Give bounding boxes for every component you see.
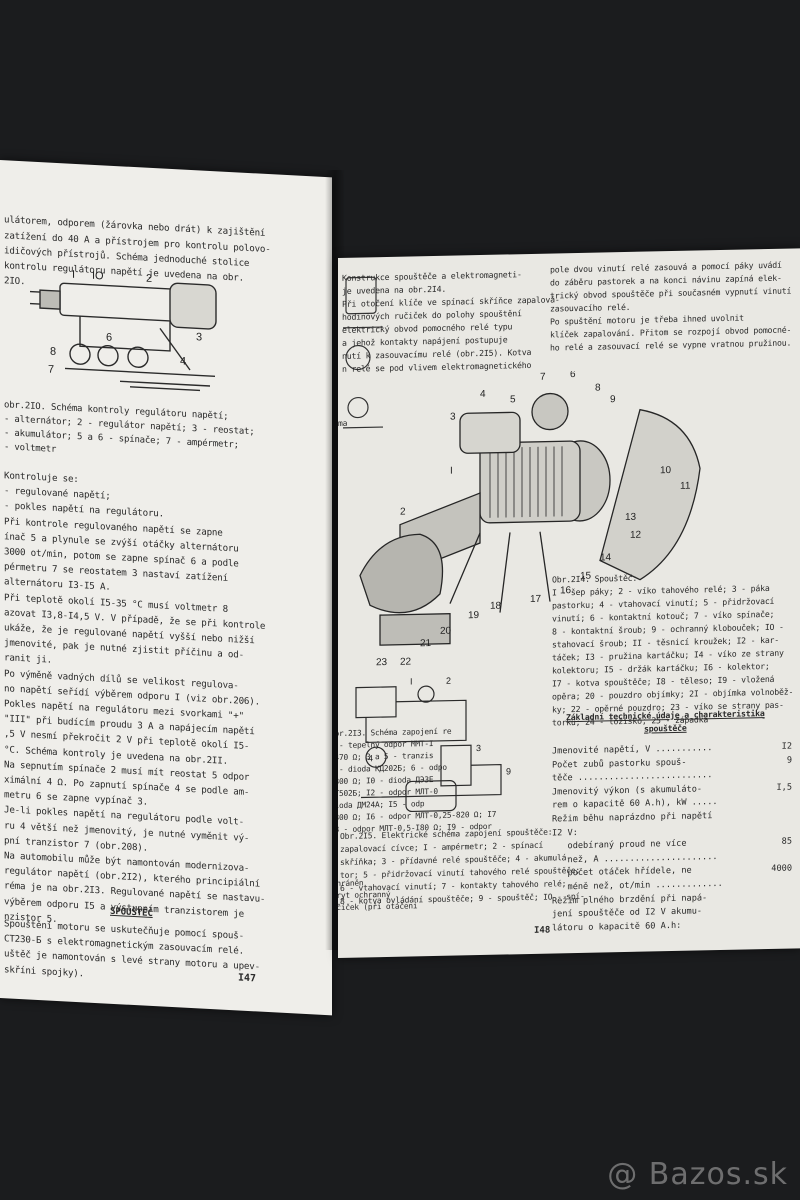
svg-text:4: 4: [368, 753, 373, 763]
spec-row: Režim plného brzdění při napá- jení spou…: [552, 890, 792, 936]
svg-text:12: 12: [630, 530, 642, 541]
left-page: ulátorem, odporem (žárovka nebo drát) k …: [0, 160, 332, 1016]
right-page: Konstrukce spouštěče a elektromagneti- j…: [338, 248, 800, 958]
starter-section-text: Spouštění motoru se uskutečňuje pomocí s…: [4, 918, 260, 980]
svg-text:13: 13: [625, 512, 637, 523]
watermark-at-icon: @: [607, 1157, 639, 1192]
svg-text:20: 20: [440, 626, 452, 637]
svg-text:14: 14: [600, 552, 612, 563]
spec-label: Počet zubů pastorku spouš- těče ........…: [552, 757, 713, 784]
right-top-right-text: pole dvou vinutí relé zasouvá a pomocí p…: [550, 259, 792, 353]
page-number-left: I47: [238, 972, 257, 985]
left-body-text: Kontroluje se: - regulované napětí; - po…: [4, 470, 266, 925]
svg-text:4: 4: [480, 389, 486, 400]
svg-text:I: I: [410, 676, 413, 686]
svg-text:6: 6: [570, 369, 576, 380]
figure-211-fragment: [343, 276, 383, 429]
svg-text:IO: IO: [92, 270, 104, 283]
svg-text:3: 3: [196, 331, 202, 343]
figure-213-caption: Obr.2I3. Schéma zapojení re I - tepelný …: [338, 726, 497, 835]
svg-text:15: 15: [580, 571, 592, 582]
svg-text:18: 18: [490, 601, 502, 612]
svg-text:19: 19: [468, 610, 480, 621]
spec-value: I2: [781, 741, 792, 752]
spec-value: 9: [786, 755, 792, 766]
figure-214-caption: Obr.2I4. Spouštěč: I - šep páky; 2 - vík…: [552, 572, 794, 728]
svg-text:11: 11: [680, 481, 691, 492]
svg-text:5: 5: [510, 394, 516, 405]
svg-text:10: 10: [660, 465, 672, 476]
spec-heading: Základní technické údaje a charakteristi…: [566, 708, 765, 734]
spec-value: I,5: [776, 782, 792, 793]
svg-text:2: 2: [146, 273, 152, 285]
spec-value: 4000: [771, 863, 792, 875]
svg-text:9: 9: [506, 766, 511, 776]
svg-text:I: I: [450, 466, 453, 477]
svg-text:2: 2: [446, 676, 451, 686]
figure-215-wiring-schematic: I 2 4 3 9: [355, 676, 511, 813]
right-top-left-text: Konstrukce spouštěče a elektromagneti- j…: [342, 269, 560, 374]
watermark-text: Bazos.sk: [648, 1157, 788, 1192]
spec-table: Jmenovité napětí, V ...........I2 Počet …: [552, 740, 792, 935]
section-heading-starter: SPOUŠTĚČ: [110, 905, 153, 920]
svg-text:I: I: [72, 269, 75, 281]
svg-text:9: 9: [610, 394, 616, 405]
svg-text:6: 6: [106, 332, 112, 344]
svg-text:16: 16: [560, 585, 572, 596]
svg-text:4: 4: [180, 355, 186, 367]
figure-210-schematic: I IO 2 8 7 6 43: [30, 269, 217, 392]
svg-text:23: 23: [376, 657, 388, 668]
svg-text:22: 22: [400, 656, 412, 667]
svg-text:21: 21: [420, 638, 432, 649]
svg-text:7: 7: [48, 364, 54, 376]
svg-text:8: 8: [595, 382, 601, 393]
figure-210-caption: obr.2IO. Schéma kontroly regulátoru napě…: [4, 400, 255, 455]
watermark-logo: @ Bazos.sk: [607, 1157, 788, 1192]
spec-value: 85: [781, 836, 792, 847]
svg-text:2: 2: [400, 507, 406, 518]
figure-214-starter-exploded-view: 89 5 4 3 2 7 6 10 11 12 14 15 16 17 18 19 20 21 22 23…: [359, 369, 701, 668]
svg-text:8: 8: [50, 346, 56, 358]
svg-text:3: 3: [450, 412, 456, 423]
spec-label: Jmenovitý výkon (s akumuláto- rem o kapa…: [552, 784, 718, 811]
svg-text:3: 3: [476, 743, 481, 753]
svg-text:17: 17: [530, 594, 542, 605]
svg-text:7: 7: [540, 372, 546, 383]
page-number-right: I48: [534, 925, 551, 936]
right-bottom-left-text: Spouštěč je chráněn námý motor. Kryt och…: [338, 878, 418, 913]
